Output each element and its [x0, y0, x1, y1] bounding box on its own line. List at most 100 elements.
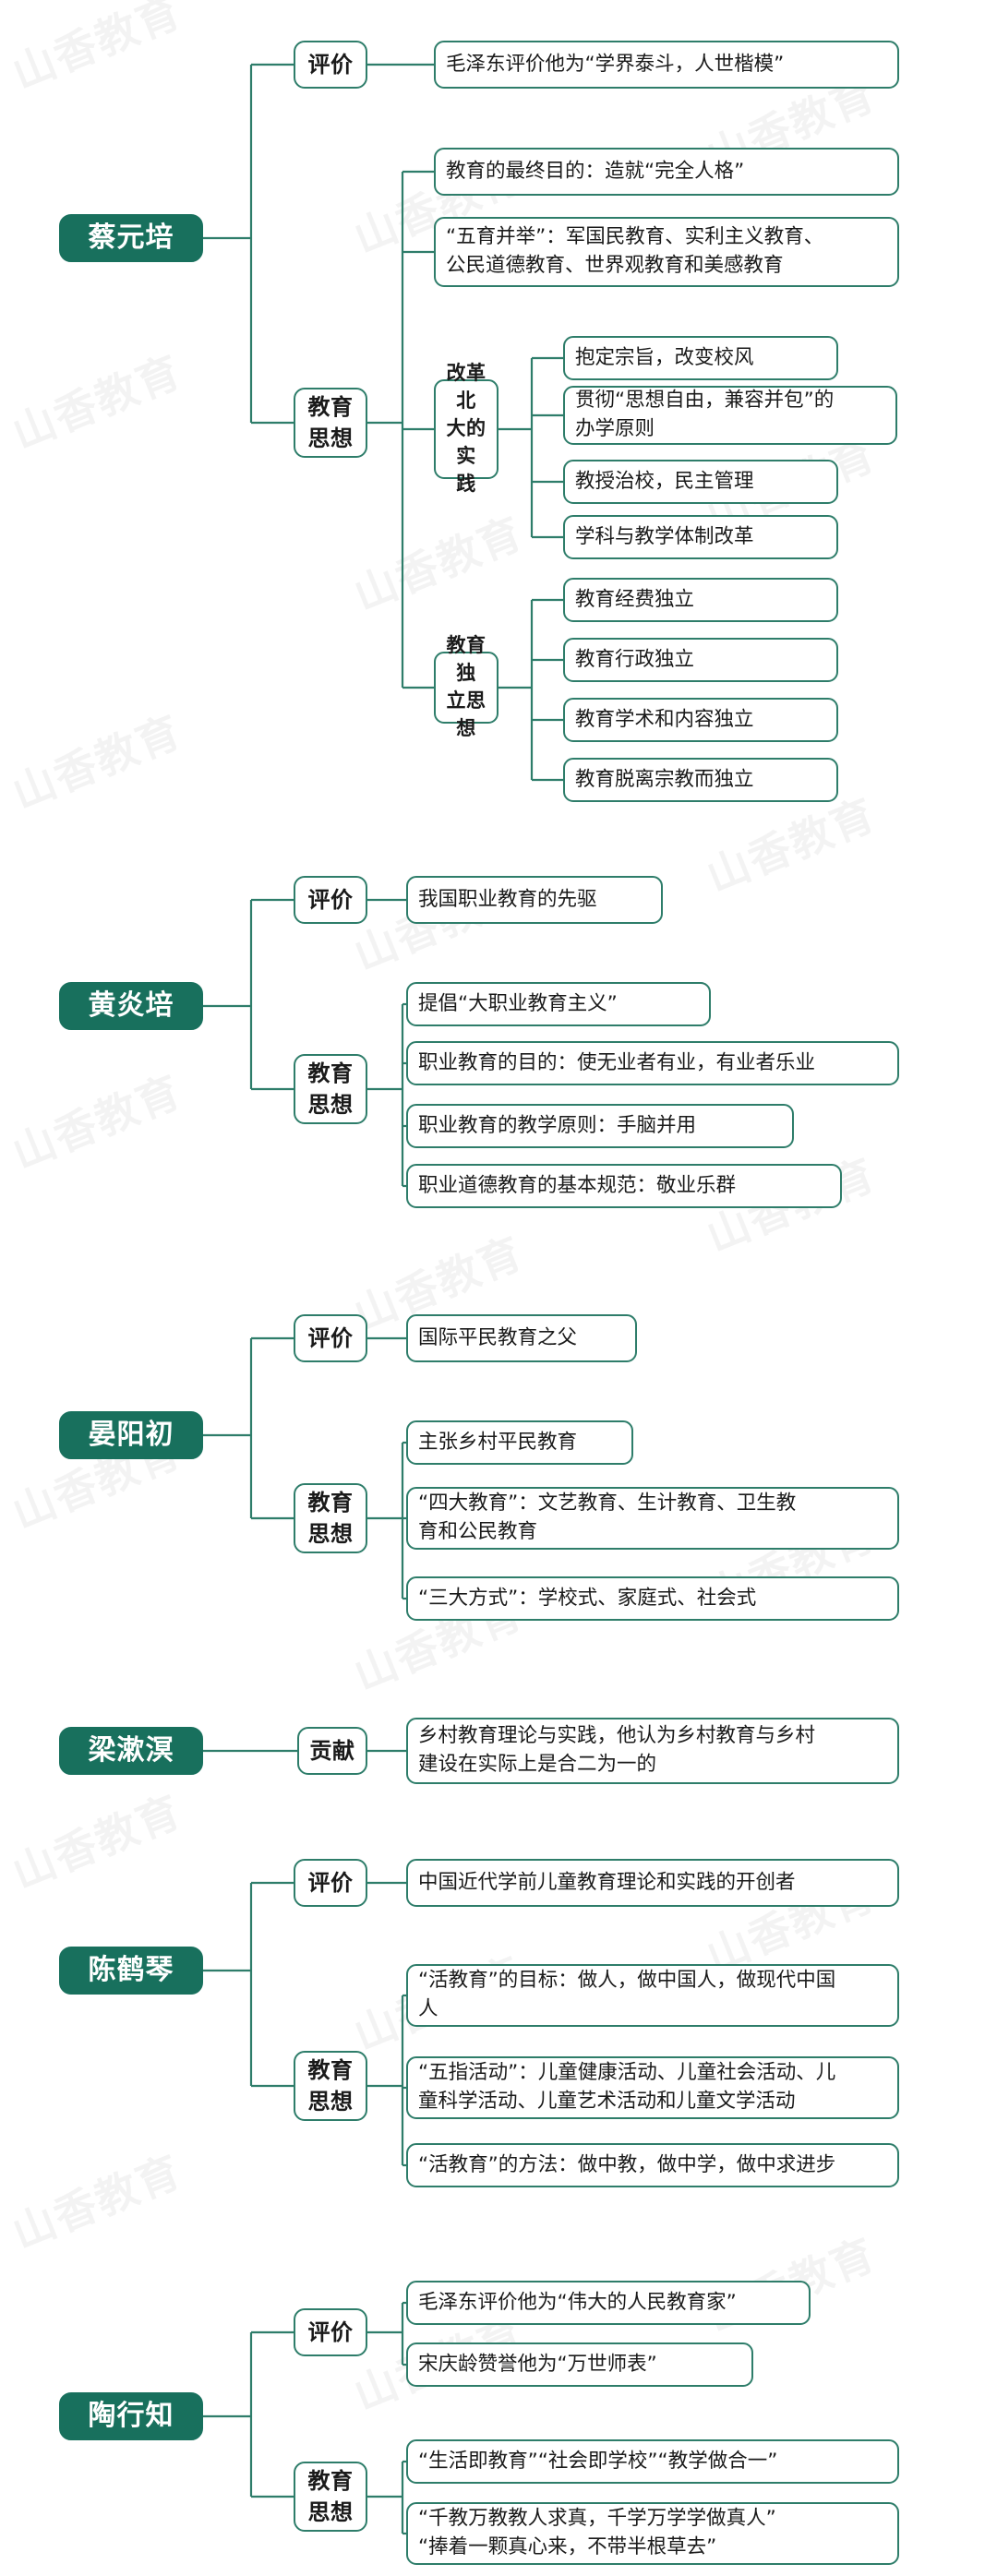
leaf-text: 宋庆龄赞誉他为“万世师表”	[418, 2352, 657, 2376]
leaf-node[interactable]: 我国职业教育的先驱	[406, 876, 663, 924]
root-label: 陶行知	[88, 2399, 174, 2432]
root-node-chen-heqin[interactable]: 陈鹤琴	[59, 1947, 203, 1995]
leaf-node[interactable]: 教育行政独立	[563, 638, 838, 682]
category-evaluation-huang[interactable]: 评价	[294, 876, 367, 924]
category-thought-chen[interactable]: 教育 思想	[294, 2051, 367, 2121]
category-label: 教育 思想	[307, 2467, 354, 2525]
leaf-text: 我国职业教育的先驱	[418, 887, 597, 911]
category-thought-huang[interactable]: 教育 思想	[294, 1054, 367, 1124]
leaf-node[interactable]: 教育学术和内容独立	[563, 698, 838, 742]
leaf-text: “活教育”的目标：做人，做中国人，做现代中国 人	[418, 1969, 836, 2020]
leaf-node[interactable]: “五指活动”：儿童健康活动、儿童社会活动、儿 童科学活动、儿童艺术活动和儿童文学…	[406, 2056, 899, 2119]
watermark: 山香教育	[3, 2138, 190, 2260]
category-evaluation-chen[interactable]: 评价	[294, 1859, 367, 1907]
category-label: 评价	[307, 1869, 354, 1896]
leaf-node[interactable]: 提倡“大职业教育主义”	[406, 982, 711, 1026]
leaf-text: 中国近代学前儿童教育理论和实践的开创者	[418, 1870, 796, 1894]
leaf-node[interactable]: 中国近代学前儿童教育理论和实践的开创者	[406, 1859, 899, 1907]
root-node-cai-yuanpei[interactable]: 蔡元培	[59, 214, 203, 262]
root-node-liang-shuming[interactable]: 梁漱溟	[59, 1727, 203, 1775]
leaf-text: 抱定宗旨，改变校风	[575, 345, 754, 369]
category-label: 评价	[307, 1324, 354, 1351]
leaf-node[interactable]: “千教万教教人求真，千学万学学做真人” “捧着一颗真心来，不带半根草去”	[406, 2502, 899, 2565]
leaf-text: 提倡“大职业教育主义”	[418, 991, 618, 1015]
category-label: 评价	[307, 2318, 354, 2345]
leaf-text: 主张乡村平民教育	[418, 1430, 578, 1454]
leaf-text: “千教万教教人求真，千学万学学做真人” “捧着一颗真心来，不带半根草去”	[418, 2507, 776, 2558]
category-evaluation-cai[interactable]: 评价	[294, 41, 367, 89]
category-thought-cai[interactable]: 教育 思想	[294, 388, 367, 458]
leaf-node[interactable]: “生活即教育”“社会即学校”“教学做合一”	[406, 2439, 899, 2484]
leaf-text: 职业教育的目的：使无业者有业，有业者乐业	[418, 1050, 816, 1074]
leaf-text: 贯彻“思想自由，兼容并包”的 办学原则	[575, 389, 835, 440]
category-thought-yan[interactable]: 教育 思想	[294, 1483, 367, 1553]
category-label: 评价	[307, 886, 354, 913]
category-label: 教育 思想	[307, 2056, 354, 2115]
leaf-node[interactable]: “四大教育”：文艺教育、生计教育、卫生教 育和公民教育	[406, 1487, 899, 1550]
leaf-text: “五育并举”：军国民教育、实利主义教育、 公民道德教育、世界观教育和美感教育	[446, 225, 824, 277]
leaf-text: 毛泽东评价他为“伟大的人民教育家”	[418, 2290, 737, 2314]
leaf-text: 毛泽东评价他为“学界泰斗，人世楷模”	[446, 52, 785, 76]
root-node-huang-yanpei[interactable]: 黄炎培	[59, 982, 203, 1030]
watermark: 山香教育	[3, 338, 190, 461]
leaf-node[interactable]: 职业教育的教学原则：手脑并用	[406, 1104, 794, 1148]
leaf-node[interactable]: 学科与教学体制改革	[563, 515, 838, 559]
leaf-text: 学科与教学体制改革	[575, 524, 754, 548]
leaf-text: “三大方式”：学校式、家庭式、社会式	[418, 1586, 757, 1610]
category-evaluation-tao[interactable]: 评价	[294, 2308, 367, 2356]
root-label: 黄炎培	[88, 988, 174, 1022]
leaf-text: 职业教育的教学原则：手脑并用	[418, 1113, 697, 1137]
leaf-node[interactable]: 教育经费独立	[563, 578, 838, 622]
subcategory-education-independence[interactable]: 教育独 立思想	[434, 634, 498, 739]
category-label: 评价	[307, 51, 354, 78]
leaf-node[interactable]: 抱定宗旨，改变校风	[563, 336, 838, 380]
root-node-tao-xingzhi[interactable]: 陶行知	[59, 2392, 203, 2440]
category-thought-tao[interactable]: 教育 思想	[294, 2462, 367, 2532]
leaf-text: 教授治校，民主管理	[575, 469, 754, 493]
leaf-node[interactable]: 毛泽东评价他为“伟大的人民教育家”	[406, 2281, 811, 2325]
leaf-node[interactable]: “活教育”的方法：做中教，做中学，做中求进步	[406, 2143, 899, 2187]
root-label: 蔡元培	[88, 221, 174, 254]
watermark: 山香教育	[344, 499, 532, 622]
root-node-yan-yangchu[interactable]: 晏阳初	[59, 1411, 203, 1459]
leaf-node[interactable]: 教育的最终目的：造就“完全人格”	[434, 148, 899, 196]
leaf-node[interactable]: 宋庆龄赞誉他为“万世师表”	[406, 2342, 753, 2387]
leaf-text: 职业道德教育的基本规范：敬业乐群	[418, 1173, 737, 1197]
leaf-node[interactable]: 教授治校，民主管理	[563, 460, 838, 504]
root-label: 晏阳初	[88, 1418, 174, 1451]
category-label: 教育 思想	[307, 393, 354, 451]
leaf-text: 教育学术和内容独立	[575, 707, 754, 731]
leaf-node[interactable]: 主张乡村平民教育	[406, 1420, 633, 1465]
leaf-text: “五指活动”：儿童健康活动、儿童社会活动、儿 童科学活动、儿童艺术活动和儿童文学…	[418, 2061, 836, 2113]
leaf-text: 教育行政独立	[575, 647, 695, 671]
root-label: 陈鹤琴	[88, 1953, 174, 1986]
category-label: 教育 思想	[307, 1489, 354, 1547]
category-evaluation-yan[interactable]: 评价	[294, 1314, 367, 1362]
leaf-node[interactable]: “三大方式”：学校式、家庭式、社会式	[406, 1576, 899, 1621]
leaf-text: “活教育”的方法：做中教，做中学，做中求进步	[418, 2152, 836, 2176]
category-contribution-liang[interactable]: 贡献	[297, 1727, 367, 1775]
leaf-node[interactable]: 毛泽东评价他为“学界泰斗，人世楷模”	[434, 41, 899, 89]
leaf-node[interactable]: “五育并举”：军国民教育、实利主义教育、 公民道德教育、世界观教育和美感教育	[434, 217, 899, 287]
leaf-node[interactable]: 职业教育的目的：使无业者有业，有业者乐业	[406, 1041, 899, 1085]
leaf-text: 教育脱离宗教而独立	[575, 767, 754, 791]
subcategory-beida-reform[interactable]: 改革北 大的实 践	[434, 362, 498, 495]
category-label: 贡献	[309, 1737, 355, 1764]
watermark: 山香教育	[3, 698, 190, 821]
leaf-text: “生活即教育”“社会即学校”“教学做合一”	[418, 2449, 778, 2473]
leaf-node[interactable]: 贯彻“思想自由，兼容并包”的 办学原则	[563, 386, 897, 445]
leaf-text: 国际平民教育之父	[418, 1325, 578, 1349]
leaf-node[interactable]: “活教育”的目标：做人，做中国人，做现代中国 人	[406, 1964, 899, 2027]
leaf-node[interactable]: 职业道德教育的基本规范：敬业乐群	[406, 1164, 842, 1208]
leaf-text: 乡村教育理论与实践，他认为乡村教育与乡村 建设在实际上是合二为一的	[418, 1724, 816, 1776]
leaf-node[interactable]: 国际平民教育之父	[406, 1314, 637, 1362]
leaf-text: “四大教育”：文艺教育、生计教育、卫生教 育和公民教育	[418, 1492, 797, 1543]
category-label: 教育 思想	[307, 1060, 354, 1118]
root-label: 梁漱溟	[88, 1733, 174, 1767]
watermark: 山香教育	[3, 0, 190, 102]
leaf-text: 教育经费独立	[575, 587, 695, 611]
watermark: 山香教育	[3, 1778, 190, 1900]
leaf-node[interactable]: 教育脱离宗教而独立	[563, 758, 838, 802]
leaf-node[interactable]: 乡村教育理论与实践，他认为乡村教育与乡村 建设在实际上是合二为一的	[406, 1718, 899, 1784]
